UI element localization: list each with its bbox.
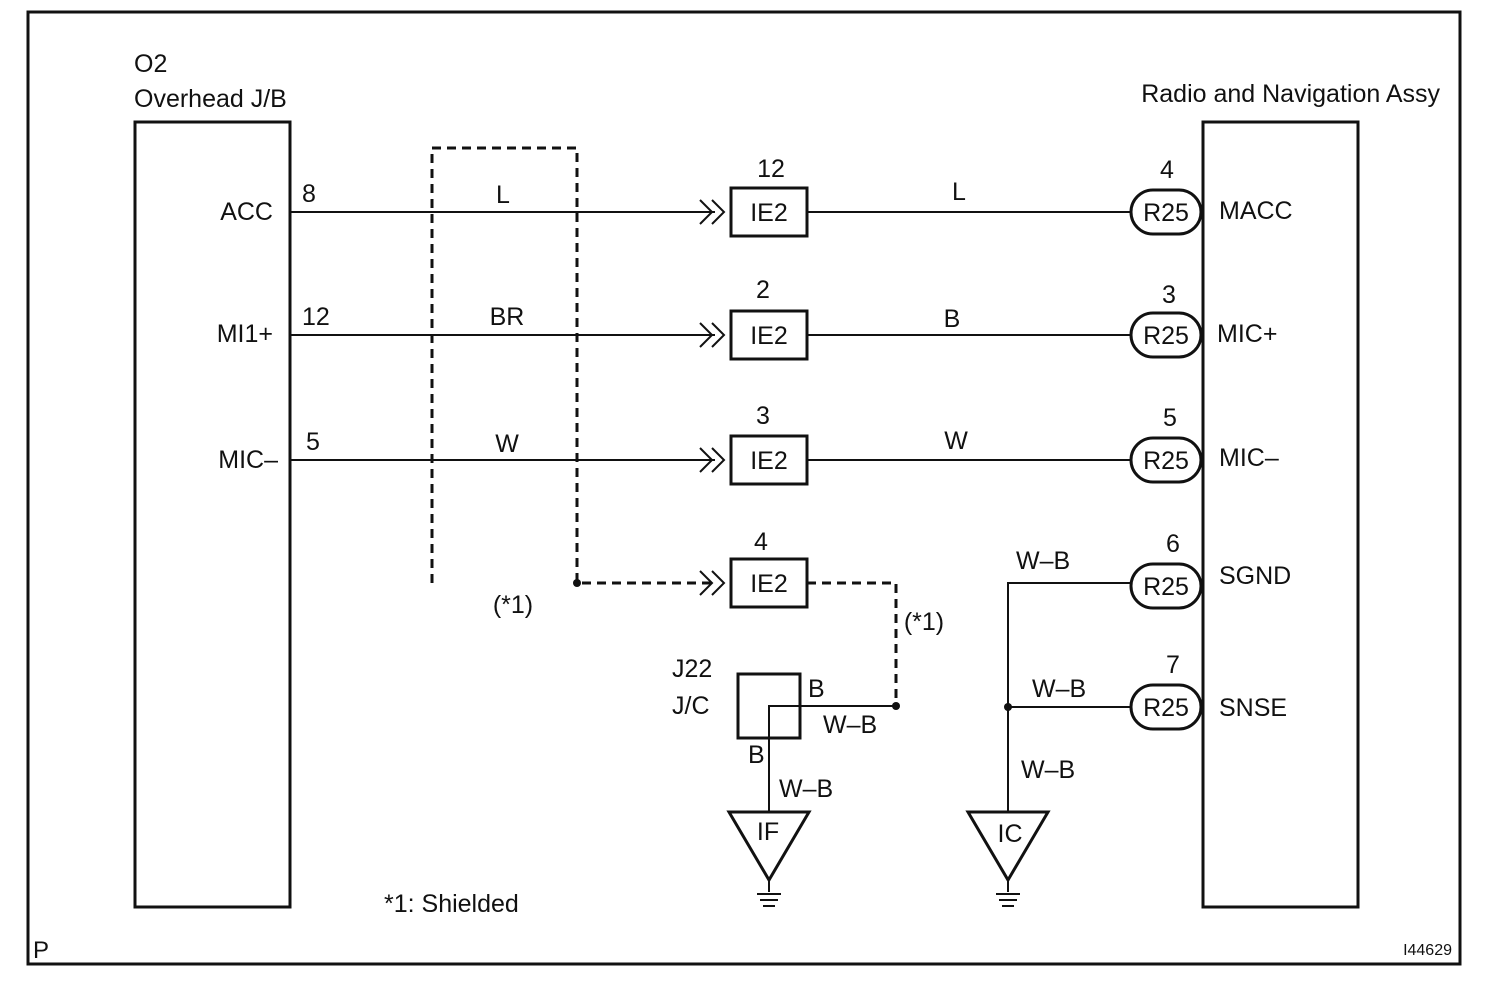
right-pin-number-7: 7: [1166, 651, 1180, 679]
wire-color-w-right: W: [944, 427, 968, 455]
chevron-icon-row1: [699, 199, 726, 225]
junction-pin-bottom: B: [748, 741, 765, 769]
right-pin-number-3: 3: [1162, 281, 1176, 309]
pin-label-mi1plus: MI1+: [217, 320, 273, 348]
wire-color-w-left: W: [495, 430, 519, 458]
ie2-label-3: IE2: [750, 447, 788, 475]
overhead-jb-box: [133, 120, 292, 909]
chevron-icon-row3: [699, 447, 726, 473]
wire-color-l-left: L: [496, 181, 510, 209]
junction-name: J/C: [672, 692, 710, 720]
junction-pin-top: B: [808, 675, 825, 703]
ie2-label-1: IE2: [750, 199, 788, 227]
ground-ic-label: IC: [998, 820, 1023, 848]
wire-color-l-right: L: [952, 178, 966, 206]
right-pin-number-5: 5: [1163, 404, 1177, 432]
right-pin-label-macc: MACC: [1219, 197, 1293, 225]
chevron-icon-row2: [699, 322, 726, 348]
connector-r25-micplus: [1129, 311, 1203, 359]
shield-mark-right: (*1): [904, 608, 944, 636]
pin-label-mic-minus: MIC–: [218, 446, 278, 474]
r25-label-sgnd: R25: [1143, 573, 1189, 601]
figure-id: I44629: [1403, 942, 1452, 959]
ground-ic-triangle: [965, 810, 1051, 883]
connector-r25-snse: [1129, 683, 1203, 731]
pin-label-acc: ACC: [220, 198, 273, 226]
wb-label-ic: W–B: [1021, 756, 1075, 784]
right-pin-label-micminus: MIC–: [1219, 444, 1279, 472]
r25-label-micminus: R25: [1143, 447, 1189, 475]
left-component-code: O2: [134, 50, 167, 78]
ground-if-triangle: [726, 810, 812, 883]
shield-outline: [430, 146, 715, 585]
right-component-name: Radio and Navigation Assy: [1141, 80, 1440, 108]
chevron-icon-row4: [699, 570, 726, 596]
ground-if-label: IF: [757, 818, 779, 846]
pin-number-12: 12: [302, 303, 330, 331]
wire-color-b-right: B: [944, 305, 961, 333]
right-pin-number-6: 6: [1166, 530, 1180, 558]
wire-color-br-left: BR: [490, 303, 525, 331]
earth-ground-icon-if: [757, 880, 781, 907]
ie2-label-2: IE2: [750, 322, 788, 350]
connector-r25-macc: [1129, 188, 1203, 236]
earth-ground-icon-ic: [996, 880, 1020, 907]
r25-label-micplus: R25: [1143, 322, 1189, 350]
wire-sgnd: [1007, 582, 1131, 812]
connector-r25-micminus: [1129, 436, 1203, 484]
diagram-frame: [26, 10, 1462, 966]
footnote-shielded: *1: Shielded: [384, 890, 519, 918]
shield-mark-left: (*1): [493, 591, 533, 619]
right-pin-number-4: 4: [1160, 156, 1174, 184]
junction-internal-wire: [768, 705, 896, 812]
r25-label-macc: R25: [1143, 199, 1189, 227]
pin-number-5: 5: [306, 428, 320, 456]
left-component-name: Overhead J/B: [134, 85, 287, 113]
corner-left-mark: P: [33, 937, 49, 964]
connector-r25-sgnd: [1129, 562, 1203, 610]
right-pin-label-snse: SNSE: [1219, 694, 1287, 722]
right-pin-label-micplus: MIC+: [1217, 320, 1277, 348]
r25-label-snse: R25: [1143, 694, 1189, 722]
wb-label-junction-down: W–B: [779, 775, 833, 803]
wb-label-snse: W–B: [1032, 675, 1086, 703]
ie2-label-4: IE2: [750, 570, 788, 598]
junction-code: J22: [672, 655, 712, 683]
inline-connector-ie2-1: [729, 186, 809, 238]
radio-nav-box: [1201, 120, 1360, 909]
wb-label-junction-right: W–B: [823, 711, 877, 739]
ie2-pin-2: 2: [756, 276, 770, 304]
shield-junction-dot: [573, 579, 581, 587]
ie2-pin-3: 3: [756, 402, 770, 430]
shield-drain-wire: [807, 581, 898, 706]
ground-branch-dot: [1004, 703, 1012, 711]
ie2-pin-4: 4: [754, 528, 768, 556]
ie2-pin-12: 12: [757, 155, 785, 183]
right-pin-label-sgnd: SGND: [1219, 562, 1291, 590]
pin-number-8: 8: [302, 180, 316, 208]
wb-label-sgnd: W–B: [1016, 547, 1070, 575]
